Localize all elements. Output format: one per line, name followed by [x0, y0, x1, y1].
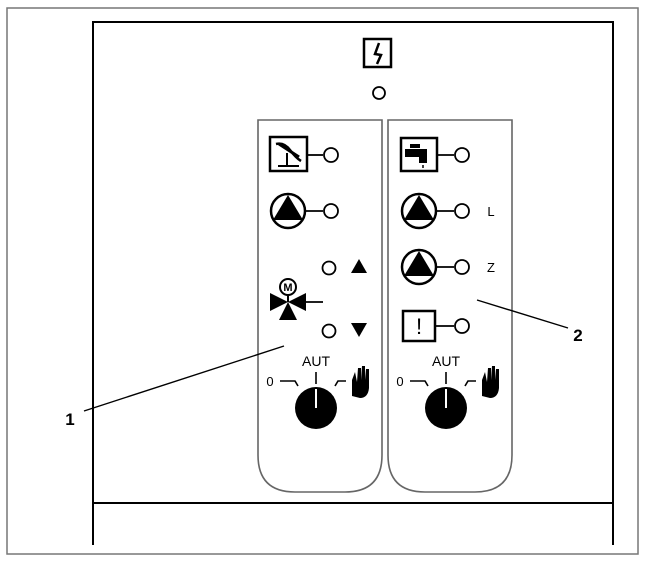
outer-frame — [6, 7, 639, 555]
valve-open-led — [321, 260, 337, 276]
selector-tick — [334, 380, 346, 387]
callout-1: 1 — [65, 410, 74, 429]
svg-text:!: ! — [416, 314, 422, 339]
left-off-label: 0 — [266, 374, 273, 389]
callout-line-1 — [83, 345, 285, 412]
right-aut-label: AUT — [432, 353, 460, 369]
floor-heating-icon — [268, 135, 309, 173]
fault-led — [372, 86, 386, 100]
tap-led — [454, 147, 470, 163]
warning-icon: ! — [401, 309, 437, 343]
pump-l-label: L — [487, 204, 494, 219]
right-module-panel — [387, 119, 513, 493]
hand-icon — [482, 366, 499, 398]
triangle-up-icon — [351, 259, 367, 273]
hand-icon — [352, 366, 369, 398]
controller-housing — [92, 21, 614, 545]
pump-icon — [400, 192, 438, 230]
fault-icon — [362, 37, 393, 69]
triangle-down-icon — [351, 323, 367, 337]
selector-tick — [410, 380, 429, 387]
callout-line-2 — [476, 299, 569, 329]
selector-tick — [280, 380, 299, 387]
left-aut-label: AUT — [302, 353, 330, 369]
callout-2: 2 — [573, 326, 582, 345]
selector-tick — [464, 380, 476, 387]
svg-text:M: M — [283, 282, 292, 294]
warning-led — [454, 318, 470, 334]
pump-z-led — [454, 259, 470, 275]
pump-icon — [400, 248, 438, 286]
pump-led — [323, 203, 339, 219]
pump-l-led — [454, 203, 470, 219]
floor-heating-led — [323, 147, 339, 163]
mixing-valve-icon: M — [270, 278, 323, 320]
right-off-label: 0 — [396, 374, 403, 389]
tap-icon — [399, 136, 439, 173]
pump-icon — [269, 192, 307, 230]
pump-z-label: Z — [487, 260, 495, 275]
valve-close-led — [321, 323, 337, 339]
